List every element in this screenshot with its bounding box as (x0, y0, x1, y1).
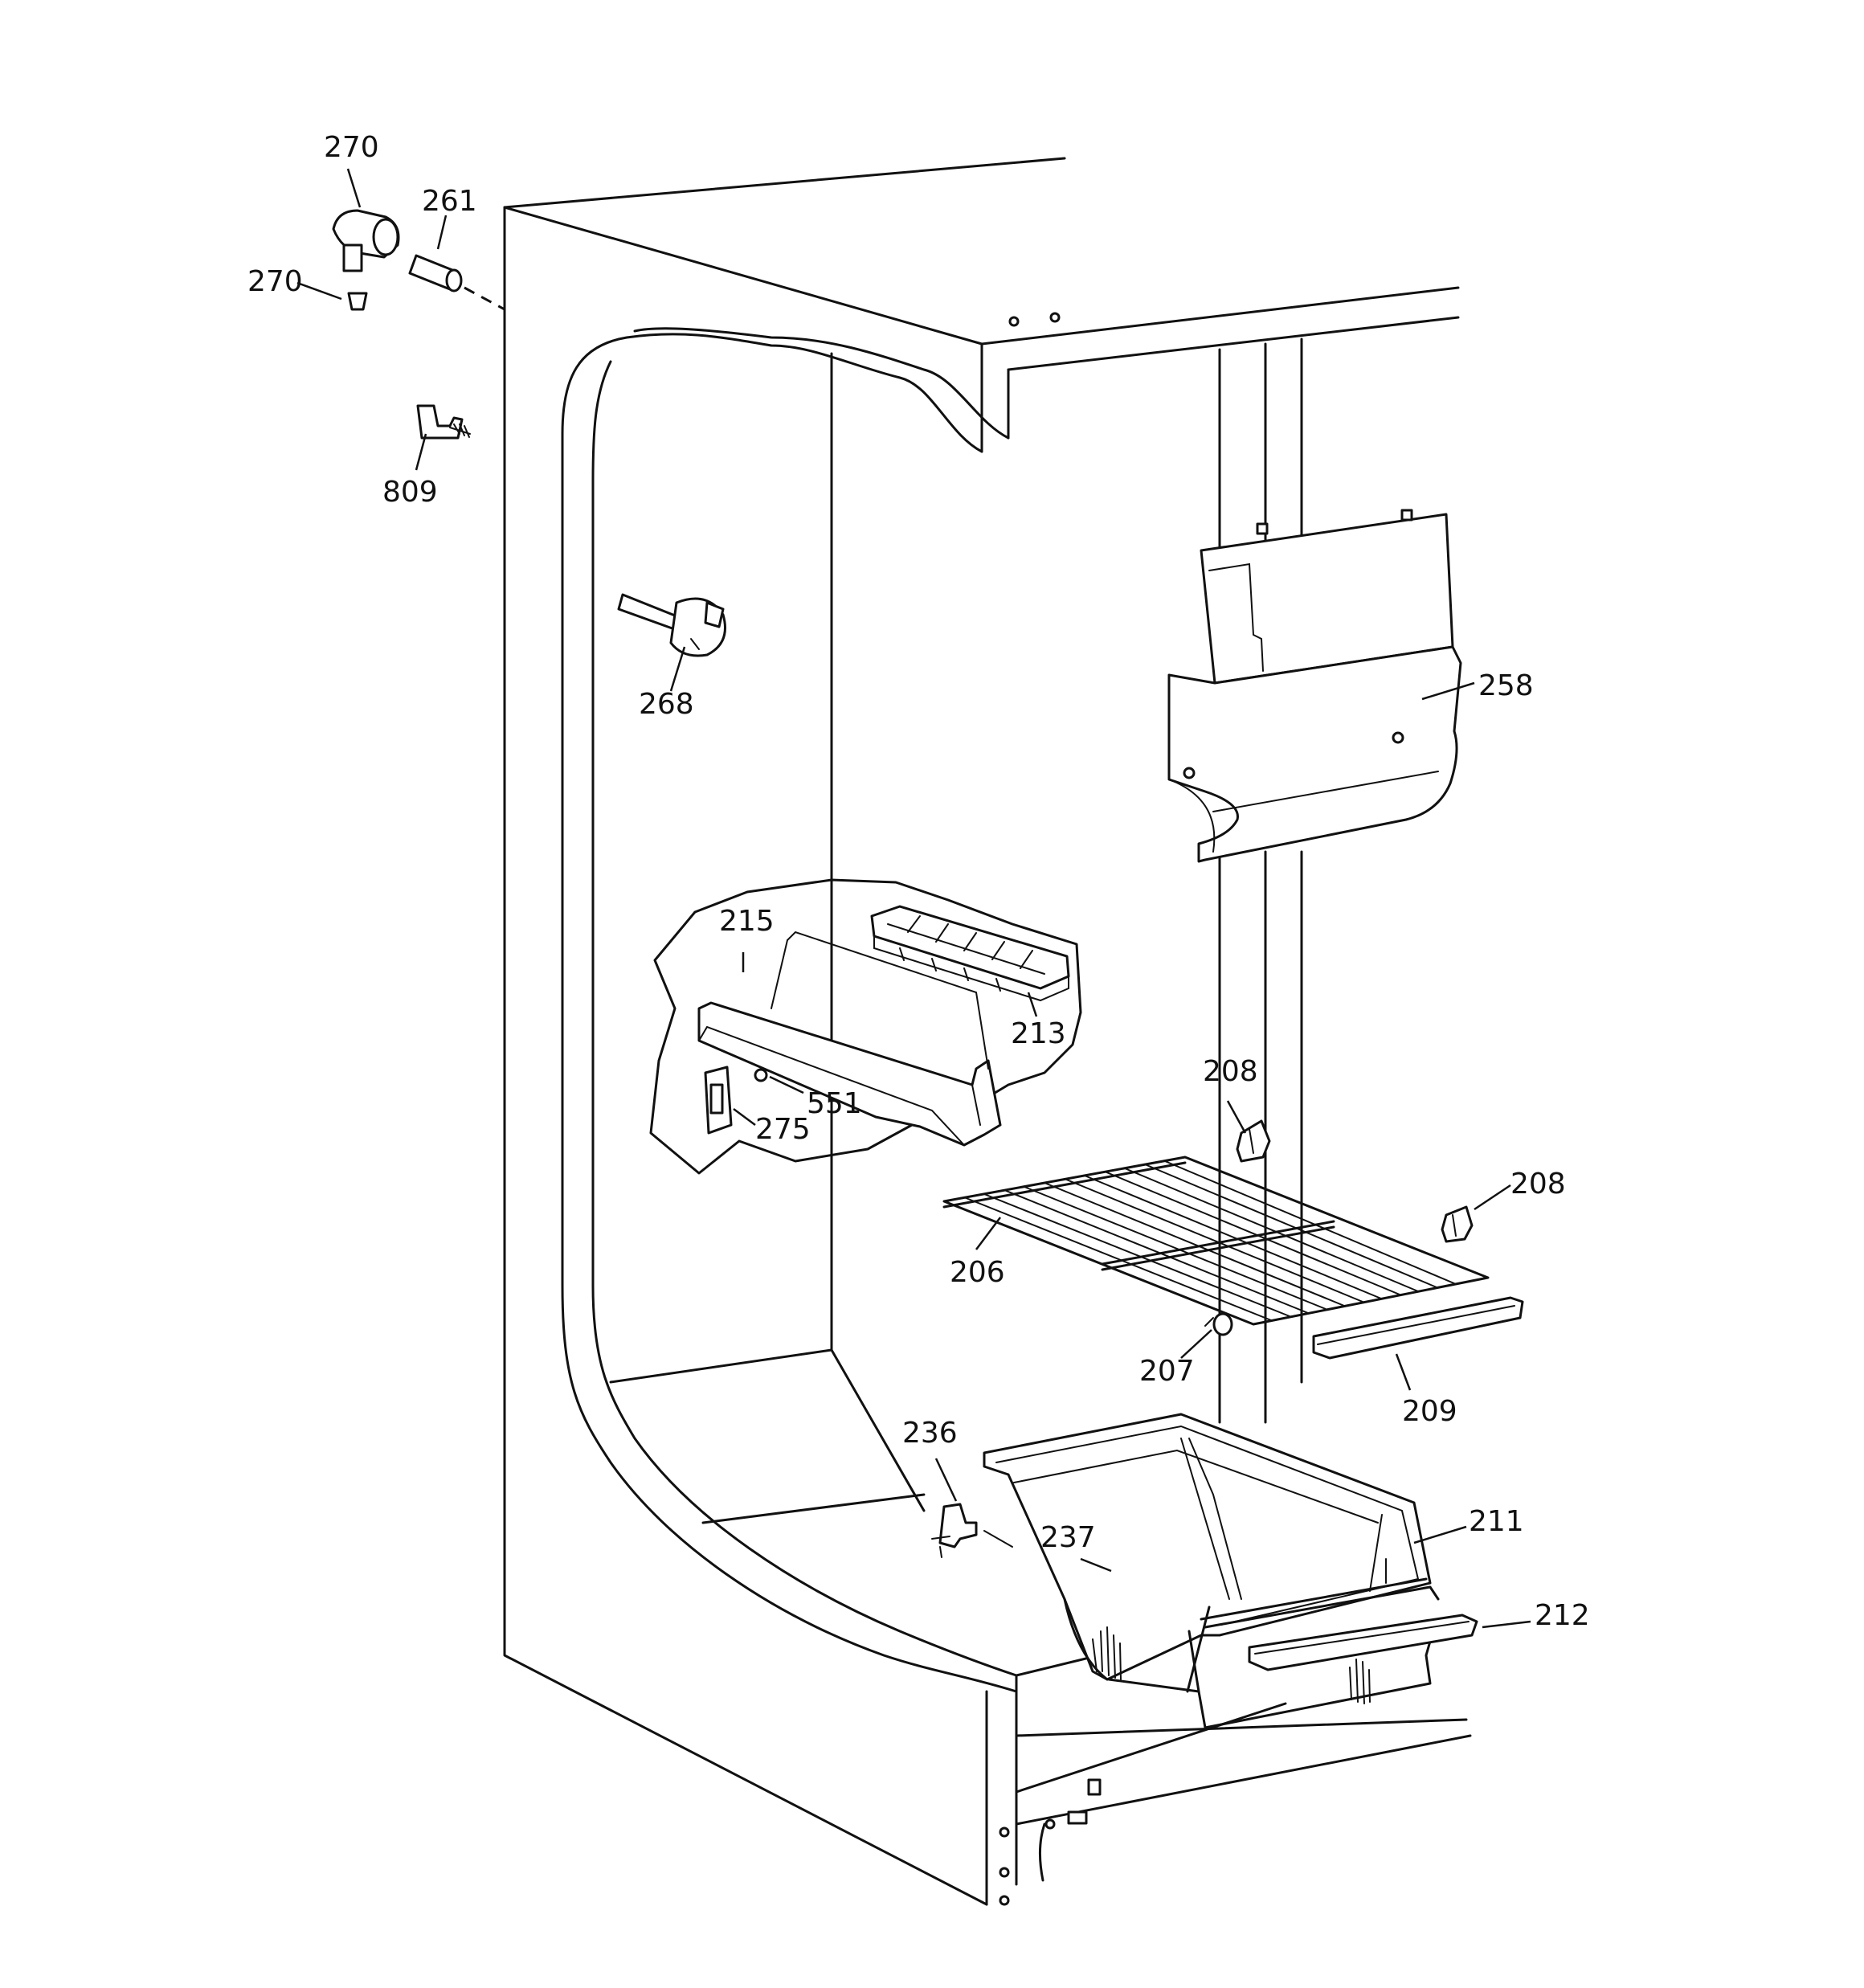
callout-551: 551 (807, 1087, 862, 1120)
callout-211: 211 (1469, 1505, 1524, 1538)
leader-lines (296, 168, 1531, 1629)
callout-212: 212 (1535, 1599, 1590, 1632)
callout-213: 213 (1011, 1017, 1066, 1050)
switch-275 (704, 1066, 733, 1135)
callout-209: 209 (1402, 1395, 1457, 1428)
callout-270-top: 270 (324, 131, 379, 164)
callout-208-upper: 208 (1203, 1055, 1258, 1088)
trim-212 (1200, 1577, 1478, 1671)
ice-tray-213 (870, 905, 1070, 1002)
callout-208-right: 208 (1510, 1168, 1566, 1201)
shelf-support-208b (1441, 1205, 1474, 1243)
crisper-bin-211 (983, 1413, 1436, 1729)
callout-236: 236 (902, 1417, 958, 1450)
hinge-236 (931, 1503, 1013, 1558)
control-housing-258 (1167, 509, 1462, 863)
tube-261 (408, 254, 463, 292)
stop-207 (1204, 1312, 1233, 1336)
callout-206: 206 (950, 1256, 1005, 1289)
wire-shelf-206 (942, 1156, 1490, 1326)
clip-809 (416, 404, 471, 440)
callout-809: 809 (382, 476, 438, 509)
callout-215: 215 (719, 905, 775, 938)
callout-261: 261 (422, 185, 477, 218)
callout-258: 258 (1478, 669, 1534, 702)
callout-275: 275 (755, 1113, 811, 1146)
cutaway-edge (561, 333, 1018, 1693)
screw-551 (754, 1068, 768, 1082)
water-fitting-270 (332, 209, 400, 311)
bin-215 (697, 931, 1002, 1147)
callout-237: 237 (1040, 1521, 1096, 1554)
callout-207: 207 (1139, 1355, 1195, 1388)
knob-268 (617, 593, 726, 657)
callout-270-left: 270 (247, 265, 303, 298)
callout-268: 268 (639, 688, 694, 721)
inset-outline (649, 878, 1082, 1175)
trim-209 (1312, 1296, 1524, 1360)
